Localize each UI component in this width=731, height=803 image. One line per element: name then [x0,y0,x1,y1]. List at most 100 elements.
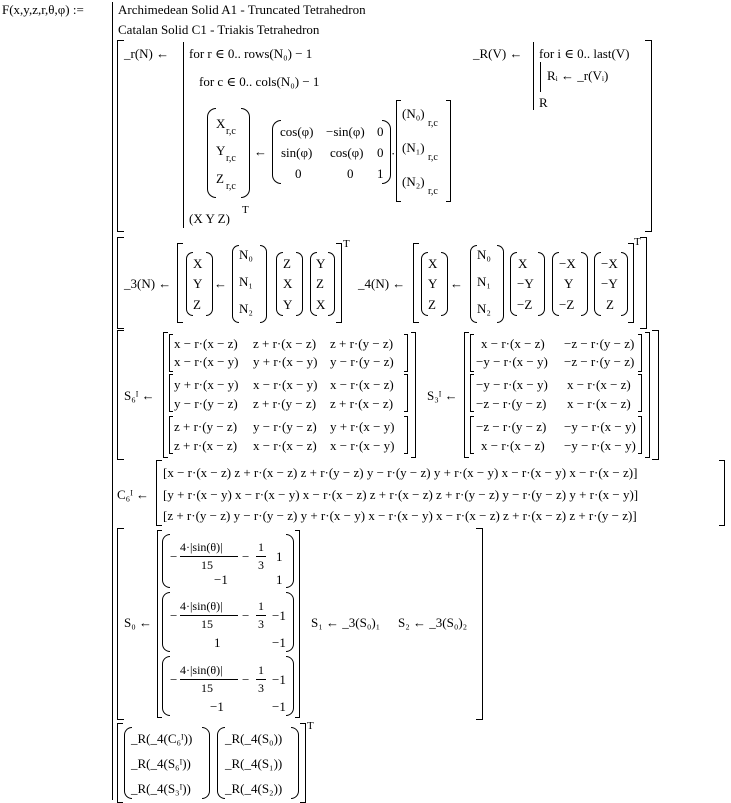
bracketS0-left [117,528,124,720]
three-v1-c: Y [283,297,293,312]
four-v2-a: −X [559,256,576,271]
s0-b1-r2c1: −1 [214,572,228,587]
n0-elem: (N₀) [402,106,425,121]
n1-sub: r,c [428,152,438,163]
s3i-b3-right [638,416,642,454]
s0-b2-third-den: 3 [258,617,264,631]
s0-b2-den: 15 [201,617,213,631]
s3i-r6c1: x − r·(x − z) [481,438,545,453]
three-bracket-left [177,243,183,323]
four-v1-b: −Y [517,276,534,291]
s0-b2-r1c2: −1 [272,608,286,623]
s3i-r4c1: −z − r·(y − z) [476,396,547,411]
s6i-r4c1: y − r·(y − z) [174,396,238,411]
four-transpose: T [634,236,641,248]
four-lhs-y: Y [428,276,438,291]
s0-b1-third-den: 3 [258,558,264,572]
final-col1-row3: _R(_4(S₃ᴵ)) [131,781,191,796]
final-col1-paren-right [202,727,210,799]
mult-dot: · [391,146,396,161]
s0-b3-frac [180,679,238,680]
function-signature: F(x,y,z,r,θ,φ) := [2,2,84,17]
s0-outer-right [295,530,300,718]
xyz-paren-left [207,108,216,198]
r-transpose: T [242,204,249,216]
s0-b2-third-num: 1 [258,599,264,613]
lhs-x: X [216,116,226,131]
four-v1-paren-left [510,252,517,316]
lhs-y-sub: r,c [226,153,236,164]
three-lhs-x: X [193,256,203,271]
n0-sub: r,c [428,118,438,129]
three-v1-b: X [283,276,293,291]
three-arrow: ← [214,276,227,291]
rot-11: cos(φ) [280,124,314,139]
bracketS-right [652,330,659,460]
c6i-name: C₆ᴵ ← [117,487,150,502]
c6i-bracket-left [156,460,162,526]
s0-b2-minus2: − [242,608,250,623]
s6i-r6c3: x − r·(x − y) [330,438,395,453]
bracket-left [117,40,124,232]
three-rhs-paren-right [260,245,267,323]
rot-31: 0 [295,166,302,181]
rot-33: 1 [377,166,384,181]
rot-13: 0 [377,124,384,139]
three-v2-a: Y [316,256,326,271]
bracket34-right [640,237,647,329]
R-for-bar [540,62,541,92]
four-arrow: ← [450,276,463,291]
four-rhs-n1: N₁ [477,274,491,289]
s6i-r5c3: y + r·(x − y) [330,419,395,434]
four-v2-paren-right [581,252,588,316]
r-for-rows: for r ∈ 0.. rows(N₀) − 1 [189,46,313,61]
rot-21: sin(φ) [281,145,313,160]
three-lhs-paren-left [186,252,193,316]
four-v2-b: Y [564,276,574,291]
s0-b3-r1c2: −1 [272,672,286,687]
s6i-b3-left [169,416,173,454]
s0-b1-minus: − [170,549,178,564]
rot-12: −sin(φ) [326,124,365,139]
r-return: (X Y Z) [189,211,230,226]
R-func-name: _R(V) ← [473,46,523,61]
three-bracket-right [336,243,342,323]
four-rhs-n0: N₀ [477,247,491,262]
s0-b2-third-line [256,615,266,616]
four-bracket-left [413,243,419,323]
title-archimedean: Archimedean Solid A1 - Truncated Tetrahe… [118,2,366,17]
four-v1-paren-right [538,252,545,316]
s3i-r2c2: −z − r·(y − z) [564,354,635,369]
s0-b1-frac [180,556,238,557]
R-for: for i ∈ 0.. last(V) [539,46,630,61]
three-v2-paren-right [328,252,335,316]
R-func-bar [533,42,534,110]
three-rhs-n0: N₀ [239,247,253,262]
final-col2-row1: _R(_4(S₀)) [225,731,283,746]
s0-b3-minus: − [170,672,178,687]
three-v2-paren-left [310,252,317,316]
three-v1-paren-right [296,252,303,316]
three-lhs-z: Z [193,297,201,312]
s0-b1-third-num: 1 [258,540,264,554]
s0-b2-num: 4·|sin(θ)| [180,599,223,613]
s3i-b1-left [470,334,474,372]
s0-b3-minus2: − [242,672,250,687]
assign-arrow: ← [254,144,267,159]
s6i-r2c2: y + r·(x − y) [253,354,318,369]
s3i-b1-right [638,334,642,372]
four-func-name: _4(N) ← [358,276,406,291]
rot-32: 0 [347,166,354,181]
s0-b3-third-num: 1 [258,663,264,677]
s0-outer-left [157,530,162,718]
s6i-b3-right [404,416,408,454]
s3i-r2c1: −y − r·(x − y) [476,354,548,369]
s0-b2-minus: − [170,608,178,623]
four-lhs-paren-right [441,252,448,316]
four-v3-c: Z [606,297,614,312]
three-v1-a: Z [283,256,291,271]
four-bracket-right [628,243,634,323]
s0-b3-third-line [256,679,266,680]
n-bracket-right [446,100,451,202]
R-body: Rᵢ ← _r(Vᵢ) [547,68,609,83]
